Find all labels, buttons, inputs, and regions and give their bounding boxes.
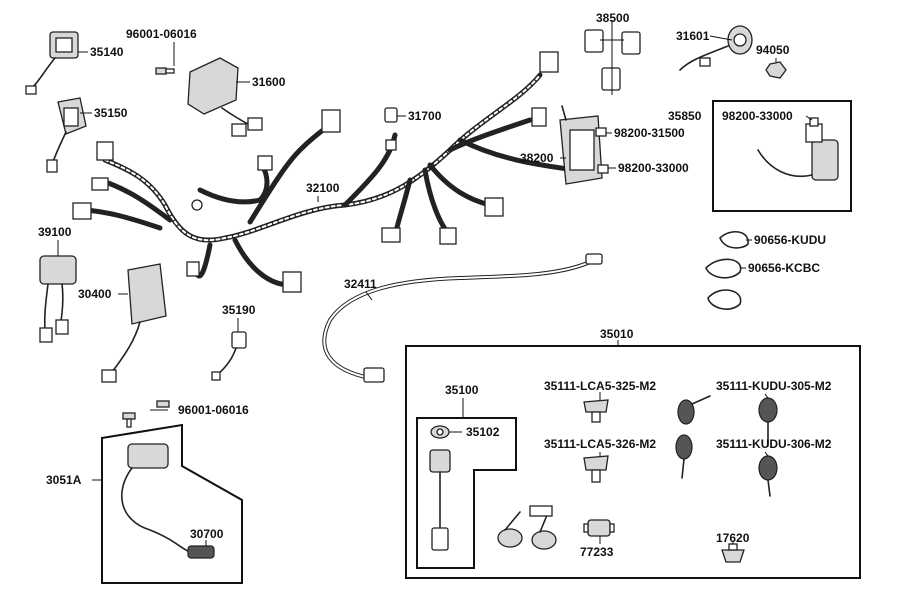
label-35140: 35140 xyxy=(90,45,124,59)
ignition-barrel-35100 xyxy=(429,425,451,551)
label-35100: 35100 xyxy=(445,383,479,397)
label-96001-06016-lower: 96001-06016 xyxy=(178,403,249,417)
harness-connector xyxy=(531,107,547,127)
label-90656-kudu: 90656-KUDU xyxy=(754,233,826,247)
label-17620: 17620 xyxy=(716,531,750,545)
lock-77233 xyxy=(583,519,615,537)
label-98200-33000-top: 98200-33000 xyxy=(722,109,793,123)
label-30700: 30700 xyxy=(190,527,224,541)
starter-relay-box-35850 xyxy=(712,100,852,212)
starter-relay-assembly xyxy=(757,117,839,181)
flasher-relay-35140 xyxy=(25,31,79,95)
label-35150: 35150 xyxy=(94,106,128,120)
harness-connector xyxy=(539,51,559,73)
label-38500: 38500 xyxy=(596,11,630,25)
harness-connector xyxy=(321,109,341,133)
harness-connector xyxy=(282,271,302,293)
label-35111-lca5-325-m2: 35111-LCA5-325-M2 xyxy=(544,379,656,393)
fuse-98200-31500 xyxy=(595,127,607,137)
harness-connector xyxy=(385,139,397,151)
harness-connector xyxy=(91,177,109,191)
label-98200-33000-side: 98200-33000 xyxy=(618,161,689,175)
harness-connector xyxy=(381,227,401,243)
key-blank-lca5-326 xyxy=(583,455,609,483)
leader-lines xyxy=(57,20,813,546)
label-90656-kcbc: 90656-KCBC xyxy=(748,261,820,275)
relay-set-38500 xyxy=(584,28,641,95)
label-98200-31500: 98200-31500 xyxy=(614,126,685,140)
harness-connector xyxy=(439,227,457,245)
ignition-coil-30700 xyxy=(120,443,215,559)
key-pair-center xyxy=(675,395,711,479)
label-35111-kudu-305-m2: 35111-KUDU-305-M2 xyxy=(716,379,832,393)
regulator-rectifier-31600 xyxy=(187,57,263,137)
ignition-coil-box-3051a xyxy=(101,423,243,584)
label-32100: 32100 xyxy=(306,181,340,195)
cable-32411 xyxy=(322,253,603,383)
harness-connector xyxy=(257,155,273,171)
label-77233: 77233 xyxy=(580,545,614,559)
label-96001-06016-top: 96001-06016 xyxy=(126,27,197,41)
key-blank-lca5-325 xyxy=(583,399,609,423)
label-35010: 35010 xyxy=(600,327,634,341)
fuse-holder-35150 xyxy=(46,97,87,173)
main-wiring-harness xyxy=(72,51,578,293)
ignition-barrel-box-35100 xyxy=(416,417,517,569)
fuse-98200-33000-side xyxy=(597,164,609,174)
label-35190: 35190 xyxy=(222,303,256,317)
harness-connector xyxy=(96,141,114,161)
cdi-unit-30400 xyxy=(101,263,167,383)
harness-connector xyxy=(186,261,200,277)
label-3051a: 3051A xyxy=(46,473,82,487)
part-labels: 35140 96001-06016 31600 35150 38500 3160… xyxy=(38,11,832,559)
label-39100: 39100 xyxy=(38,225,72,239)
label-31600: 31600 xyxy=(252,75,286,89)
harness-connector xyxy=(72,202,92,220)
clamp-90656-kcbc xyxy=(705,258,742,310)
ignition-switch-31601 xyxy=(679,25,753,71)
label-31601: 31601 xyxy=(676,29,710,43)
keys-bundle xyxy=(497,505,557,550)
relay-39100 xyxy=(39,255,77,343)
label-38200: 38200 xyxy=(520,151,554,165)
label-31700: 31700 xyxy=(408,109,442,123)
label-30400: 30400 xyxy=(78,287,112,301)
label-35102: 35102 xyxy=(466,425,500,439)
harness-connector xyxy=(484,197,504,217)
label-35111-lca5-326-m2: 35111-LCA5-326-M2 xyxy=(544,437,656,451)
label-94050: 94050 xyxy=(756,43,790,57)
label-35111-kudu-306-m2: 35111-KUDU-306-M2 xyxy=(716,437,832,451)
key-set-box-35010 xyxy=(405,345,861,579)
nut-94050 xyxy=(765,61,787,79)
part-17620 xyxy=(721,543,745,563)
fuse-box-38200 xyxy=(559,105,603,185)
small-connector-31700 xyxy=(384,107,398,123)
bolt-96001-06016-top xyxy=(155,67,175,75)
label-32411: 32411 xyxy=(344,277,377,291)
bolt-96001-06016-lower xyxy=(122,400,170,428)
clamp-90656-kudu xyxy=(719,231,749,249)
key-kudu-306 xyxy=(758,455,778,497)
sensor-35190 xyxy=(211,331,247,381)
ring-terminal xyxy=(191,199,203,211)
label-35850: 35850 xyxy=(668,109,702,123)
